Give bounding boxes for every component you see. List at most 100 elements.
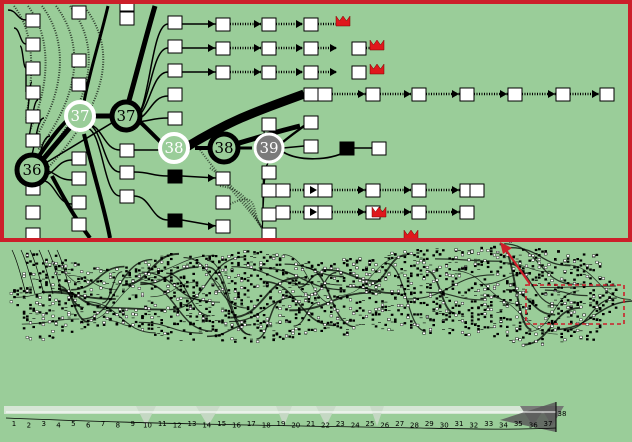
overview-node: [83, 276, 87, 279]
overview-node: [38, 286, 42, 289]
arrow-head-icon: [310, 208, 317, 216]
overview-node: [202, 266, 205, 270]
overview-node: [61, 316, 65, 320]
overview-node: [550, 302, 554, 305]
arrow-head-icon: [254, 44, 261, 52]
overview-node: [67, 298, 71, 301]
overview-node: [22, 327, 26, 330]
overview-node: [195, 281, 199, 284]
overview-node: [541, 264, 544, 267]
overview-node: [550, 279, 554, 282]
overview-node: [32, 325, 35, 329]
overview-node: [298, 328, 301, 331]
overview-node: [570, 306, 573, 309]
node-36-label: 36: [22, 161, 41, 179]
overview-node: [570, 320, 573, 323]
overview-node: [221, 333, 224, 336]
overview-node: [522, 267, 525, 270]
overview-node: [80, 286, 83, 289]
overview-node: [403, 274, 407, 277]
overview-edge: [510, 247, 571, 267]
overview-node: [438, 253, 442, 256]
overview-node: [595, 300, 599, 303]
overview-node: [352, 262, 356, 266]
overview-node: [192, 338, 195, 341]
overview-node: [445, 288, 448, 291]
overview-node: [598, 277, 602, 281]
overview-node: [384, 308, 387, 312]
overview-edge: [102, 271, 123, 304]
overview-node: [393, 263, 397, 267]
overview-node: [32, 307, 35, 310]
overview-node: [560, 332, 563, 335]
overview-node: [54, 298, 58, 302]
overview-node: [9, 292, 13, 295]
overview-node: [515, 287, 519, 290]
timeline-label: 9: [130, 420, 134, 428]
overview-node: [80, 277, 83, 280]
overview-node: [349, 298, 353, 302]
overview-node: [51, 320, 55, 323]
overview-node: [262, 256, 266, 259]
overview-node: [256, 326, 259, 329]
overview-node: [515, 294, 519, 297]
overview-node: [435, 250, 439, 254]
overview-node: [74, 283, 77, 286]
timeline-curve: [5, 417, 557, 430]
overview-node: [515, 301, 519, 305]
overview-node: [544, 317, 548, 320]
overview-node: [390, 256, 394, 260]
overview-node: [355, 276, 359, 279]
overview-node: [301, 268, 305, 271]
overview-node: [150, 321, 154, 324]
overview-node: [506, 303, 509, 306]
white-square-node: [25, 205, 41, 220]
overview-node: [22, 310, 26, 313]
overview-node: [41, 313, 45, 317]
overview-node: [170, 257, 173, 261]
overview-node: [192, 291, 195, 294]
overview-node: [569, 301, 573, 304]
overview-node: [256, 284, 260, 288]
overview-node: [515, 304, 519, 307]
overview-node: [330, 321, 333, 324]
overview-node: [496, 332, 499, 336]
overview-node: [198, 288, 202, 291]
overview-node: [326, 295, 330, 299]
overview-node: [445, 318, 448, 321]
overview-node: [128, 325, 131, 328]
overview-node: [544, 278, 547, 281]
overview-node: [217, 273, 221, 276]
overview-node: [41, 317, 45, 321]
overview-node: [371, 318, 375, 321]
white-square-node: [459, 87, 475, 102]
overview-node: [77, 277, 80, 280]
overview-node: [262, 336, 266, 339]
overview-node: [262, 314, 266, 317]
overview-node: [406, 277, 410, 280]
overview-edge: [183, 257, 247, 309]
overview-node: [541, 329, 544, 332]
overview-node: [294, 279, 298, 282]
overview-node: [154, 285, 157, 288]
overview-node: [310, 301, 314, 305]
overview-node: [435, 268, 439, 271]
overview-node: [259, 307, 263, 310]
overview-node: [262, 263, 266, 266]
thick-edge: [125, 5, 158, 105]
overview-edge: [231, 266, 310, 286]
overview-node: [89, 288, 93, 292]
overview-node: [51, 302, 55, 305]
overview-node: [477, 330, 481, 333]
overview-node: [451, 283, 455, 286]
arrow-head-icon: [208, 222, 215, 230]
white-square-node: [71, 195, 87, 210]
overview-node: [285, 271, 288, 274]
dotted-edge: [45, 5, 105, 171]
overview-node: [557, 307, 560, 310]
overview-node: [298, 309, 301, 312]
overview-node: [122, 274, 125, 277]
overview-node: [419, 313, 423, 316]
overview-node: [291, 332, 295, 335]
overview-node: [582, 281, 586, 284]
